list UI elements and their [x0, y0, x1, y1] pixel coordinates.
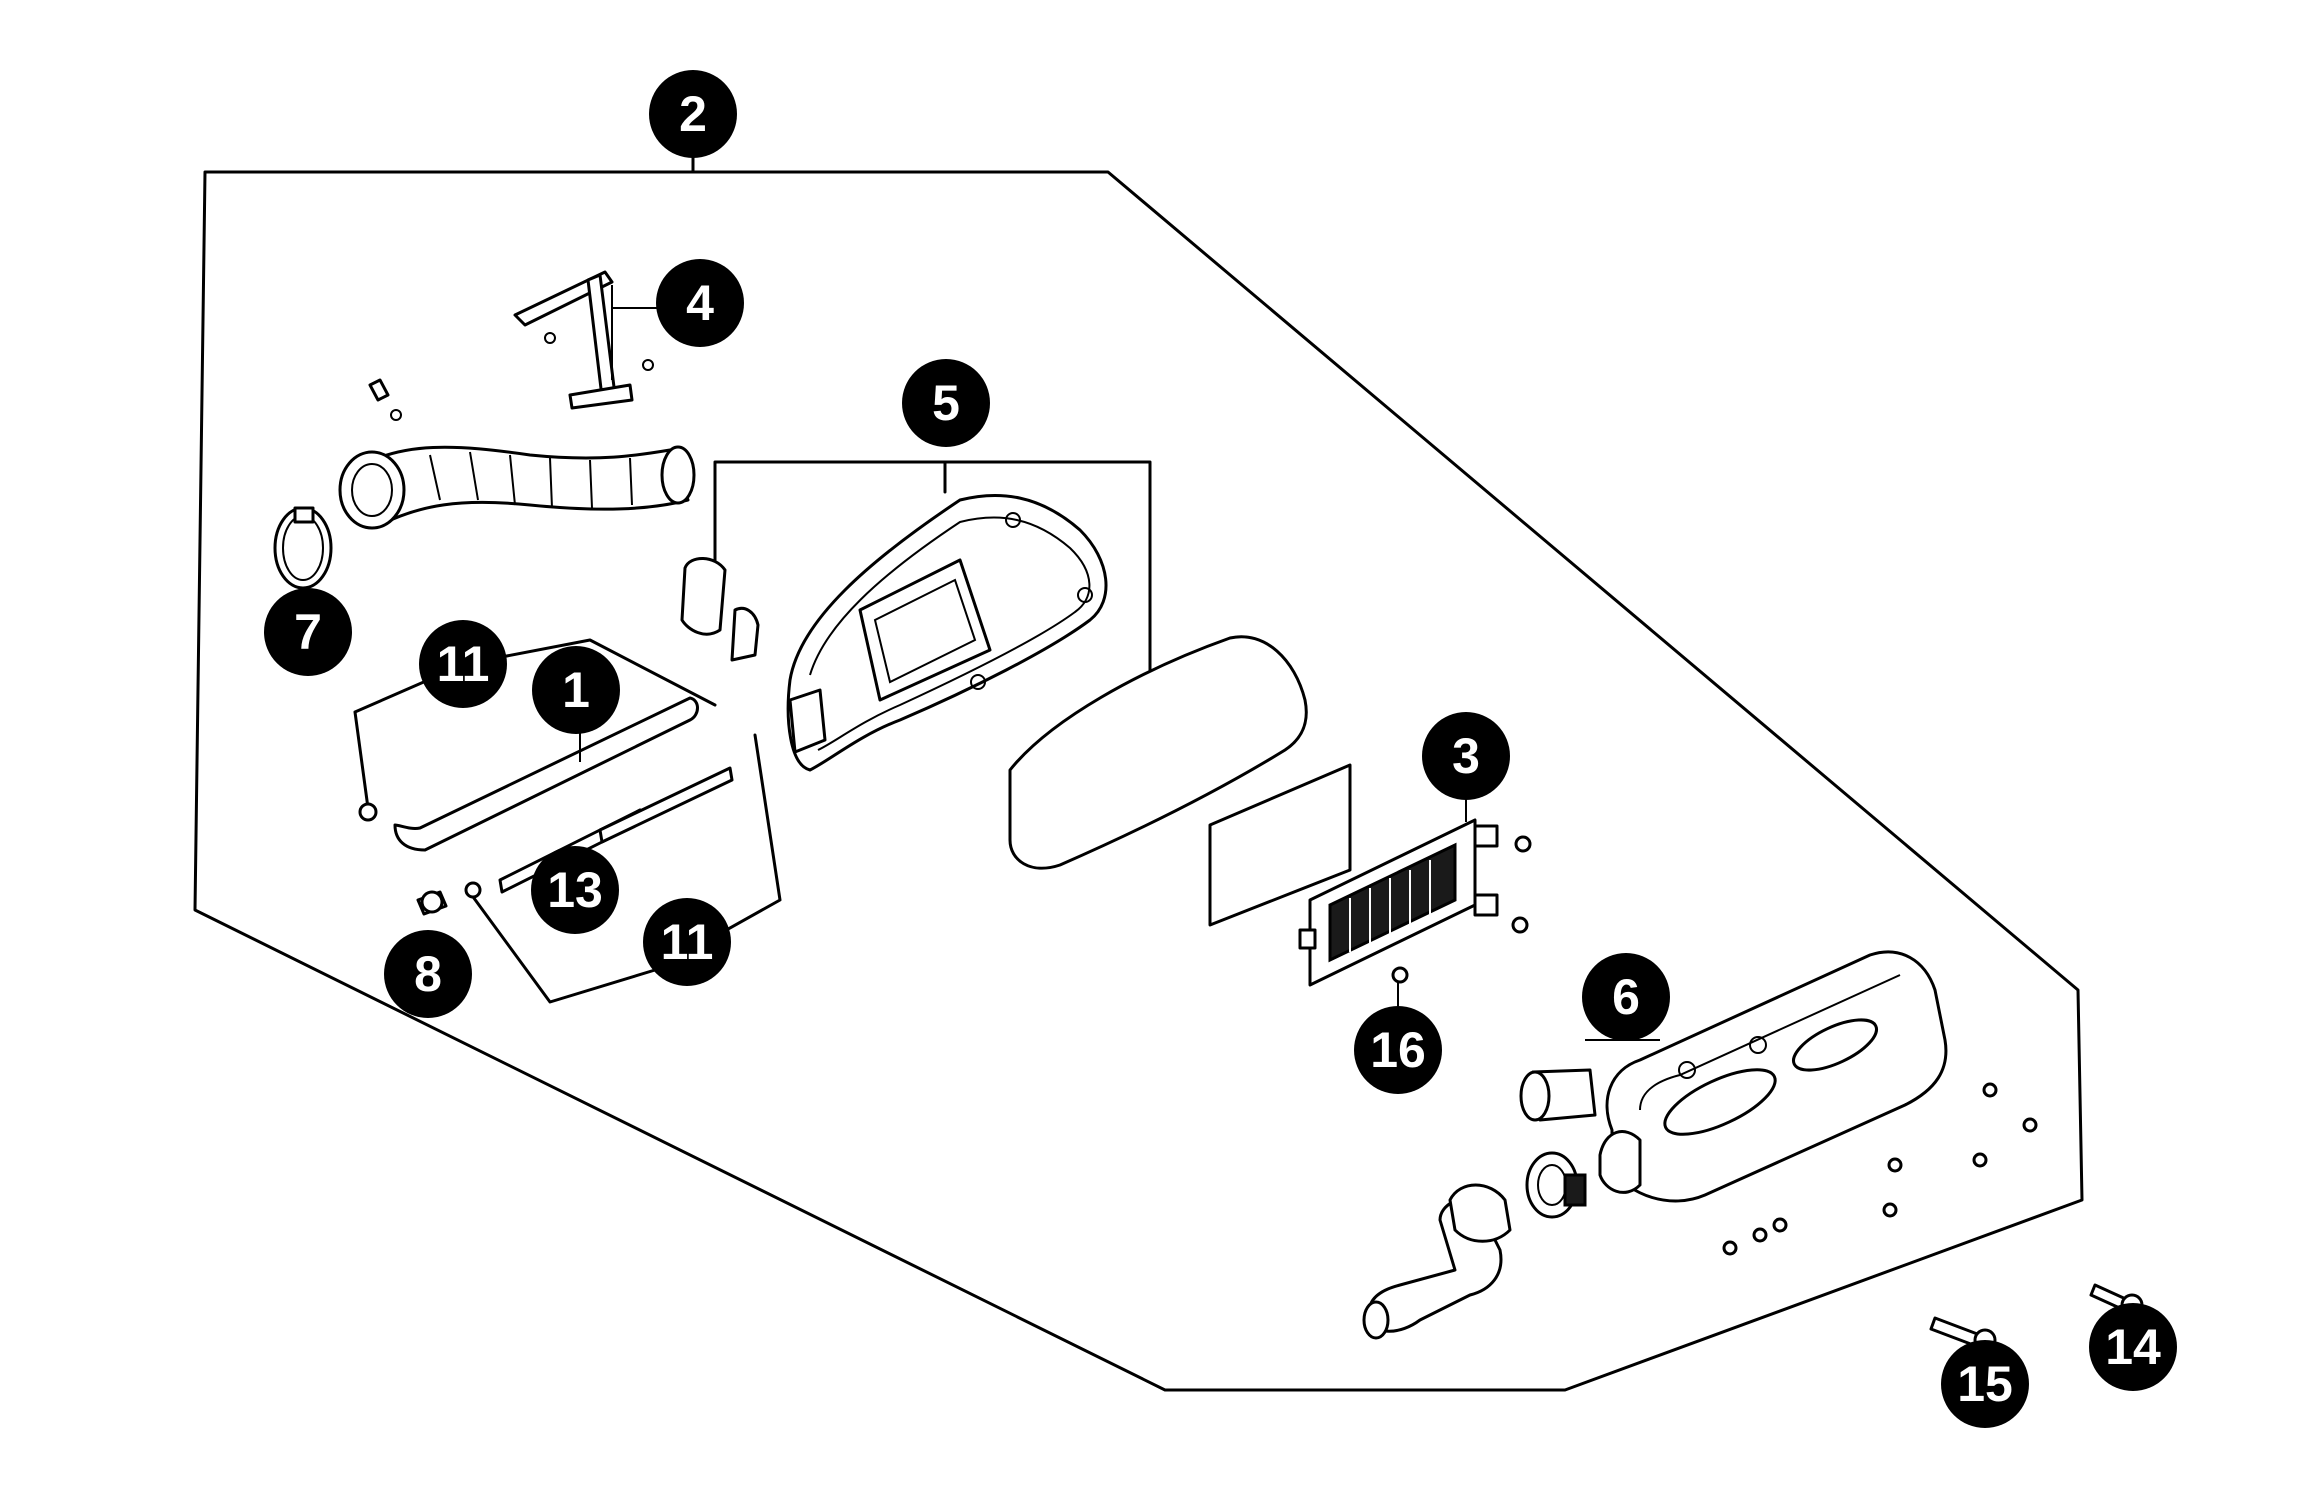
- callout-7: 7: [264, 588, 352, 676]
- washer-small: [358, 802, 378, 822]
- svg-text:13: 13: [547, 862, 603, 918]
- callout-13: 13: [531, 846, 619, 934]
- svg-text:3: 3: [1452, 728, 1480, 784]
- air-filter-element: [1008, 635, 1308, 870]
- callout-16: 16: [1354, 1006, 1442, 1094]
- filter-cassette: [1298, 818, 1532, 987]
- washer-small-2: [464, 881, 482, 899]
- intake-hose: [338, 445, 696, 530]
- callout-2: 2: [649, 70, 737, 158]
- svg-text:5: 5: [932, 375, 960, 431]
- svg-text:11: 11: [661, 914, 714, 970]
- assembly-outline: [193, 170, 2084, 1392]
- svg-text:15: 15: [1957, 1356, 2013, 1412]
- gasket: [1208, 763, 1352, 927]
- svg-text:4: 4: [686, 275, 714, 331]
- bracket-part: [513, 270, 654, 410]
- svg-text:8: 8: [414, 946, 442, 1002]
- callout-5: 5: [902, 359, 990, 447]
- callout-14: 14: [2089, 1303, 2177, 1391]
- svg-text:6: 6: [1612, 969, 1640, 1025]
- callout-6: 6: [1582, 953, 1670, 1041]
- outlet-fitting: [1519, 1068, 1597, 1122]
- clip-parts: [368, 378, 402, 421]
- callout-11-upper: 11: [419, 620, 507, 708]
- clip-16: [1391, 966, 1409, 984]
- leader-4: [611, 285, 665, 380]
- callout-1: 1: [532, 646, 620, 734]
- hose-clamp: [273, 506, 333, 590]
- svg-text:7: 7: [294, 604, 322, 660]
- callout-3: 3: [1422, 712, 1510, 800]
- svg-text:2: 2: [679, 86, 707, 142]
- elbow-hose: [1362, 1183, 1512, 1340]
- outlet-clamp: [1525, 1151, 1587, 1219]
- screw-8: [416, 890, 448, 916]
- seal-pieces: [680, 557, 760, 662]
- cover-screws: [1722, 1082, 2038, 1256]
- airbox-housing: [786, 494, 1108, 772]
- svg-text:14: 14: [2105, 1319, 2161, 1375]
- callout-8: 8: [384, 930, 472, 1018]
- airbox-cover: [1598, 950, 1948, 1203]
- leader-11a: [353, 638, 717, 810]
- svg-text:1: 1: [562, 662, 590, 718]
- callout-15: 15: [1941, 1340, 2029, 1428]
- svg-text:16: 16: [1370, 1022, 1426, 1078]
- callout-4: 4: [656, 259, 744, 347]
- callout-11-lower: 11: [643, 898, 731, 986]
- leader-11b: [466, 733, 782, 1004]
- leader-5: [713, 460, 1152, 682]
- svg-text:11: 11: [437, 636, 490, 692]
